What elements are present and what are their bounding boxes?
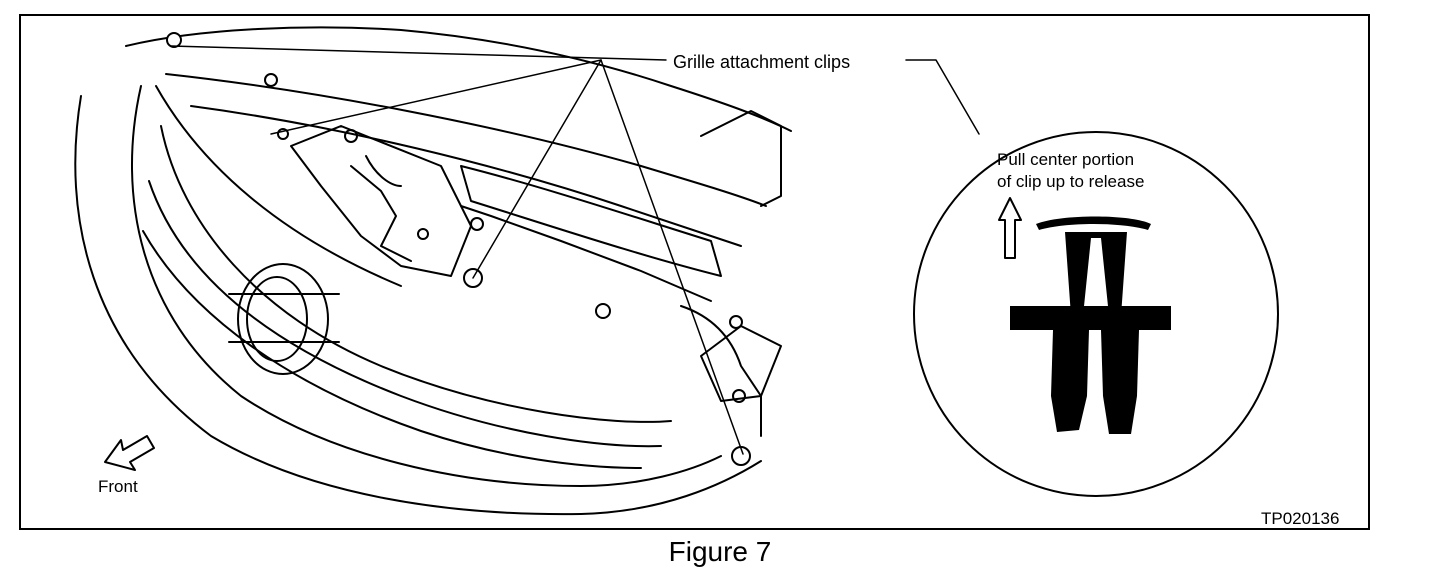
clip-slot: [1091, 332, 1099, 414]
release-up-arrow-icon: [998, 197, 1022, 259]
figure-code: TP020136: [1261, 509, 1340, 528]
radiator-support-edge: [165, 73, 767, 207]
grille-surround-inner: [131, 85, 722, 487]
callout-leader-line: [905, 59, 980, 135]
leader-line: [472, 59, 602, 279]
fender-bracket: [700, 325, 782, 402]
grille-bar: [160, 125, 672, 423]
bolt: [732, 389, 746, 403]
bolt: [729, 315, 743, 329]
clip-center-pin: [1065, 232, 1127, 316]
top-plate: [460, 165, 722, 277]
bolt: [417, 228, 429, 240]
bolt: [470, 217, 484, 231]
badge-bar: [228, 293, 340, 343]
grille-surround-outline: [74, 95, 762, 516]
clip-location-3: [277, 128, 289, 140]
nissan-badge-outer: [237, 263, 329, 375]
leader-line: [170, 45, 667, 61]
leader-line: [600, 59, 744, 455]
grille-bar: [148, 180, 662, 448]
leader-line: [270, 59, 602, 135]
figure-frame: Grille attachment clips Pull center port…: [19, 14, 1370, 530]
upper-tie-bar: [190, 105, 742, 247]
bolt: [595, 303, 611, 319]
hood-latch-detail: [365, 155, 402, 187]
figure-caption: Figure 7: [668, 536, 772, 567]
nissan-badge-inner: [246, 276, 308, 362]
hood-latch-bracket: [290, 125, 472, 277]
clip-cap: [1036, 216, 1151, 230]
clip-leg-right: [1101, 330, 1139, 434]
front-direction-arrow-icon: [104, 435, 155, 471]
clip-leg-left: [1051, 330, 1089, 432]
headlamp-mount: [700, 110, 782, 207]
grille-bar: [142, 230, 642, 469]
fender-support: [680, 305, 762, 437]
clip-location-2: [264, 73, 278, 87]
clip-detail-circle: [913, 131, 1279, 497]
radiator-support: [125, 26, 792, 132]
clip-flange: [1010, 306, 1171, 330]
hood-latch-detail: [350, 165, 412, 262]
clip-location-4: [463, 268, 483, 288]
front-direction-label: Front: [98, 477, 138, 496]
bolt: [344, 129, 358, 143]
instruction-line-1: Pull center portion: [997, 150, 1135, 169]
push-clip-icon: [1010, 216, 1171, 434]
grille-diagram: [74, 26, 1279, 516]
top-plate-edge: [460, 205, 712, 302]
clip-location-1: [166, 32, 182, 48]
callout-label: Grille attachment clips: [673, 52, 851, 72]
instruction-line-2: of clip up to release: [997, 172, 1145, 191]
grille-bar: [155, 85, 402, 287]
